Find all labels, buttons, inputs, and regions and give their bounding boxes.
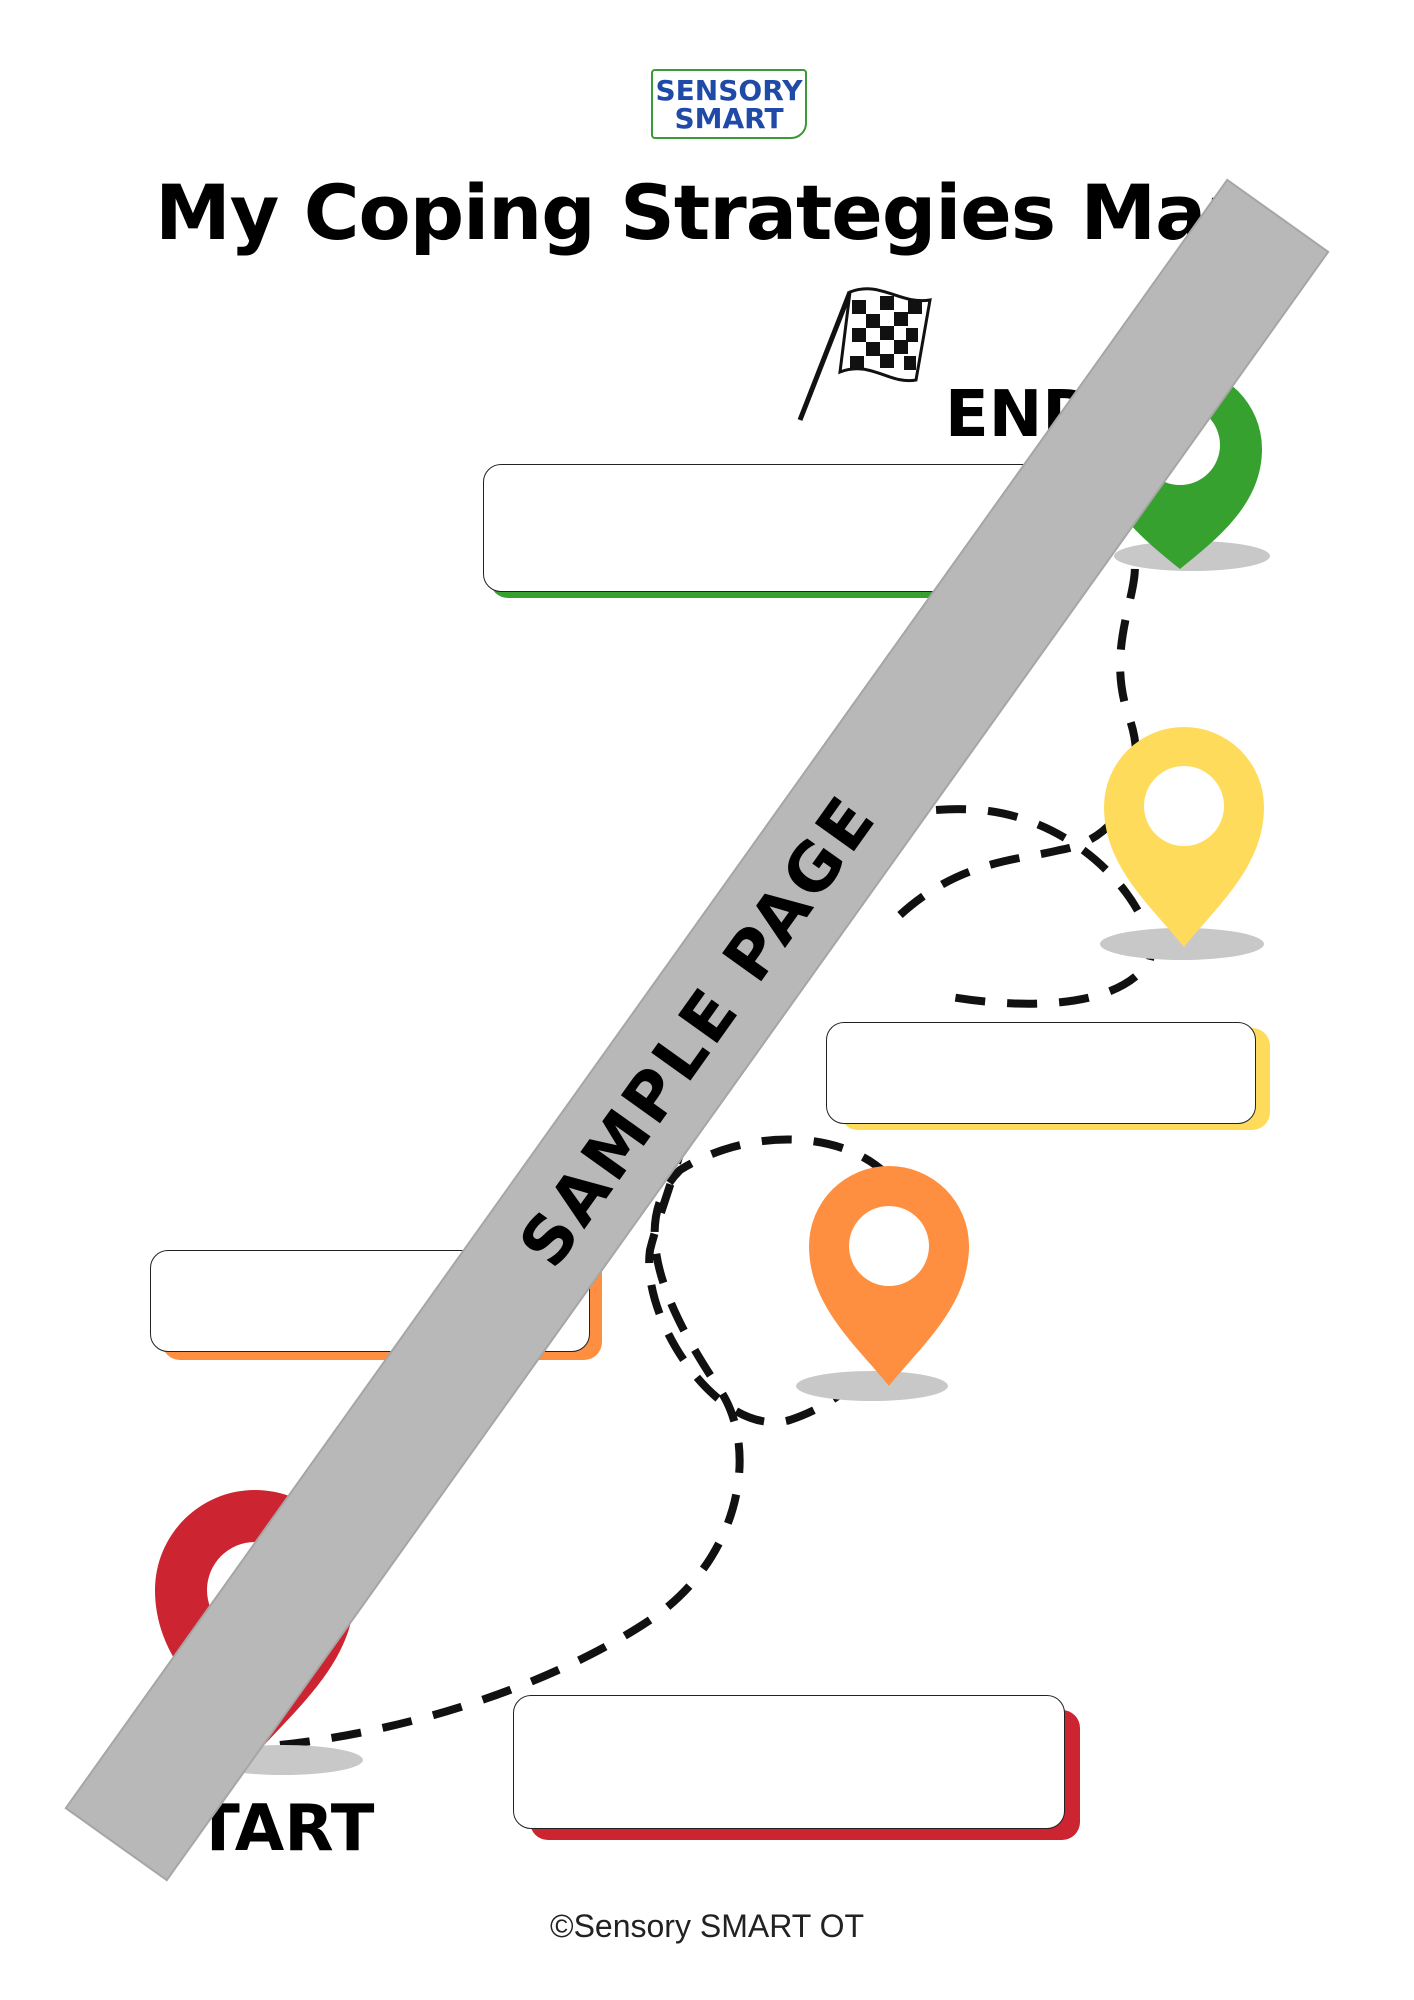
page-title: My Coping Strategies Map bbox=[155, 168, 1260, 257]
watermark-text: SAMPLE PAGE bbox=[504, 781, 892, 1281]
third-strategy-box[interactable] bbox=[826, 1022, 1256, 1124]
logo-line-1: SENSORY bbox=[655, 74, 803, 107]
copyright-footer: ©Sensory SMART OT bbox=[549, 1908, 865, 1944]
sensory-smart-logo: SENSORY SMART bbox=[651, 69, 807, 139]
start-strategy-box[interactable] bbox=[513, 1695, 1065, 1829]
checkered-flag-icon bbox=[797, 287, 932, 421]
watermark-tape bbox=[65, 179, 1329, 1881]
third-location-pin-icon bbox=[1100, 727, 1264, 960]
logo-line-2: SMART bbox=[674, 102, 784, 135]
second-location-pin-icon bbox=[796, 1166, 969, 1401]
route-segment-start bbox=[279, 805, 1155, 1749]
